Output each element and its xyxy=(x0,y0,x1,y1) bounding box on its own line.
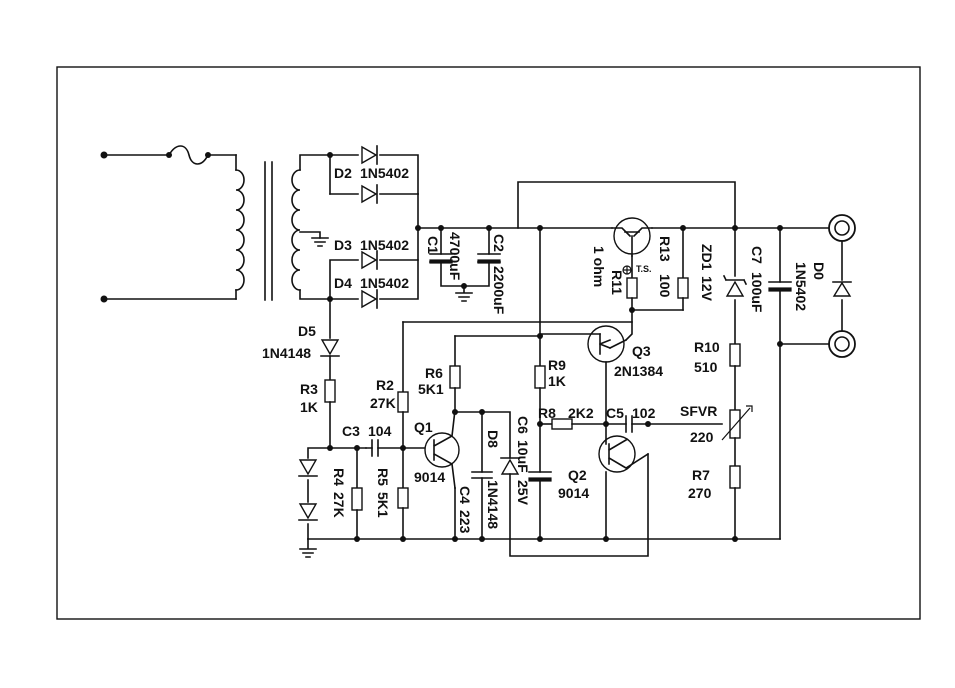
label-d0-value: 1N5402 xyxy=(793,262,809,311)
label-zd1-value: 12V xyxy=(699,276,715,302)
label-r10-value: 510 xyxy=(694,359,718,375)
label-d8: D8 xyxy=(485,430,501,448)
label-q1: Q1 xyxy=(414,419,433,435)
label-d3-value: 1N5402 xyxy=(360,237,409,253)
label-d4: D4 xyxy=(334,275,352,291)
label-d0: D0 xyxy=(811,262,827,280)
label-d8-value: 1N4148 xyxy=(485,480,501,529)
label-r8-value: 2K2 xyxy=(568,405,594,421)
label-r3-value: 1K xyxy=(300,399,318,415)
label-c1-value: 4700uF xyxy=(447,232,463,281)
label-d4-value: 1N5402 xyxy=(360,275,409,291)
label-r4: R4 xyxy=(331,468,347,486)
label-c1: C1 xyxy=(425,236,441,254)
transformer xyxy=(236,155,330,300)
label-c6-voltage: 25V xyxy=(515,480,531,506)
label-r11: R11 xyxy=(609,270,625,295)
label-ts: T.S. xyxy=(636,264,652,274)
label-q3-value: 2N1384 xyxy=(614,363,663,379)
label-c4-value: 223 xyxy=(457,510,473,534)
label-zd1: ZD1 xyxy=(699,244,715,271)
label-r13: R13 xyxy=(657,236,673,262)
label-r7: R7 xyxy=(692,467,710,483)
label-d2: D2 xyxy=(334,165,352,181)
label-c5: C5 xyxy=(606,405,624,421)
label-r9: R9 xyxy=(548,357,566,373)
label-c6-value: 10uF xyxy=(515,440,531,473)
label-r7-value: 270 xyxy=(688,485,712,501)
label-r10: R10 xyxy=(694,339,720,355)
label-c5-value: 102 xyxy=(632,405,656,421)
label-r2-value: 27K xyxy=(370,395,396,411)
label-r9-value: 1K xyxy=(548,373,566,389)
output-terminals xyxy=(777,215,855,357)
label-d5-value: 1N4148 xyxy=(262,345,311,361)
label-q1-value: 9014 xyxy=(414,469,445,485)
label-c3-value: 104 xyxy=(368,423,392,439)
label-d5: D5 xyxy=(298,323,316,339)
label-r4-value: 27K xyxy=(331,492,347,518)
ac-input xyxy=(101,146,237,303)
label-q2: Q2 xyxy=(568,467,587,483)
label-c7-value: 100uF xyxy=(749,272,765,313)
label-c4: C4 xyxy=(457,486,473,504)
label-r5: R5 xyxy=(375,468,391,486)
label-c7: C7 xyxy=(749,246,765,264)
label-r2: R2 xyxy=(376,377,394,393)
label-c2-value: 2200uF xyxy=(491,266,507,315)
label-d3: D3 xyxy=(334,237,352,253)
label-r6: R6 xyxy=(425,365,443,381)
label-c3: C3 xyxy=(342,423,360,439)
label-r6-value: 5K1 xyxy=(418,381,444,397)
label-r11-value: 1 ohm xyxy=(591,246,607,287)
label-sfvr: SFVR xyxy=(680,403,717,419)
label-q3: Q3 xyxy=(632,343,651,359)
label-r5-value: 5K1 xyxy=(375,492,391,518)
label-r3: R3 xyxy=(300,381,318,397)
label-q2-value: 9014 xyxy=(558,485,589,501)
label-c6: C6 xyxy=(515,416,531,434)
label-c2: C2 xyxy=(491,234,507,252)
label-d2-value: 1N5402 xyxy=(360,165,409,181)
label-sfvr-value: 220 xyxy=(690,429,714,445)
label-r13-value: 100 xyxy=(657,274,673,298)
ground-bus xyxy=(308,536,780,542)
capacitor-c7 xyxy=(769,228,791,539)
label-r8: R8 xyxy=(538,405,556,421)
